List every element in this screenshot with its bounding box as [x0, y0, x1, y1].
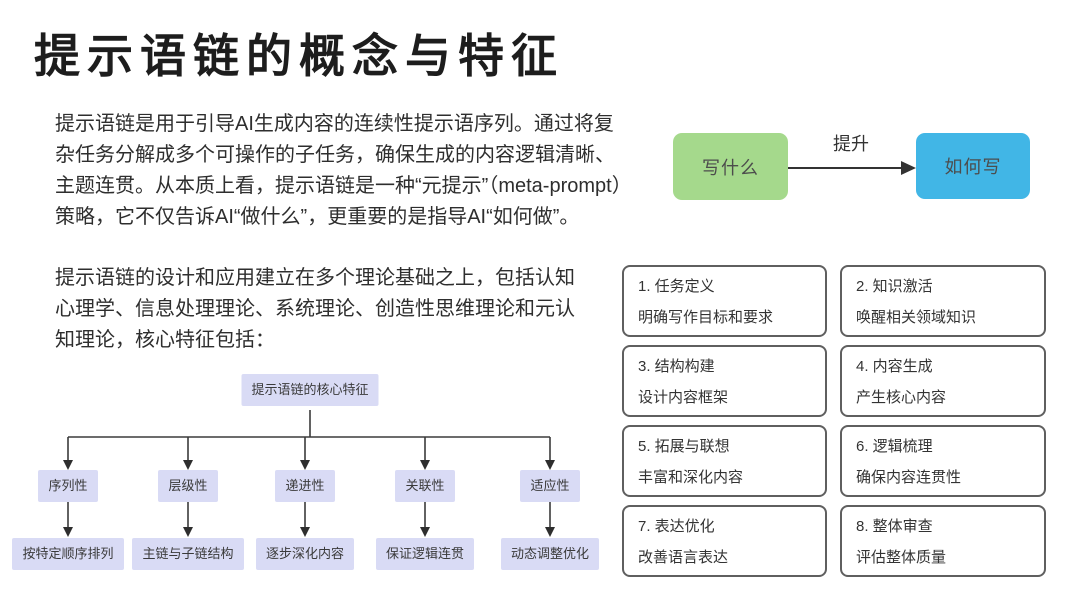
feature-node: 递进性: [275, 470, 335, 502]
feature-node: 层级性: [158, 470, 218, 502]
step-title: 8. 整体审查: [856, 518, 933, 535]
step-description: 确保内容连贯性: [856, 469, 962, 486]
process-step-card: 8. 整体审查 评估整体质量: [840, 505, 1046, 577]
flow-arrow-label: 提升: [833, 134, 869, 154]
flow-arrow-icon: [788, 161, 916, 175]
feature-node: 关联性: [395, 470, 455, 502]
step-title: 2. 知识激活: [856, 278, 933, 295]
writing-process-grid: 1. 任务定义 明确写作目标和要求 2. 知识激活 唤醒相关领域知识 3. 结构…: [622, 265, 1046, 577]
tree-branch: 递进性 逐步深化内容: [245, 470, 365, 570]
step-description: 评估整体质量: [856, 549, 947, 566]
step-description: 产生核心内容: [856, 389, 947, 406]
process-step-card: 2. 知识激活 唤醒相关领域知识: [840, 265, 1046, 337]
theory-text-line: 知理论，核心特征包括：: [55, 329, 275, 351]
tree-branches: 序列性 按特定顺序排列 层级性 主链与子链结构 递进性 逐步深化内容 关联性 保…: [0, 360, 612, 592]
process-step-card: 5. 拓展与联想 丰富和深化内容: [622, 425, 827, 497]
tree-connector-lines: [63, 410, 555, 537]
feature-desc-node: 动态调整优化: [500, 538, 599, 570]
step-title: 3. 结构构建: [638, 358, 715, 375]
intro-paragraph: 提示语链是用于引导AI生成内容的连续性提示语序列。通过将复 杂任务分解成多个可操…: [55, 109, 632, 233]
intro-text-line: 主题连贯。从本质上看，提示语链是一种“元提示”（meta-prompt）: [55, 175, 632, 197]
tree-branch: 关联性 保证逻辑连贯: [365, 470, 485, 570]
step-description: 改善语言表达: [638, 549, 729, 566]
step-title: 4. 内容生成: [856, 358, 933, 375]
process-step-card: 1. 任务定义 明确写作目标和要求: [622, 265, 827, 337]
process-step-card: 3. 结构构建 设计内容框架: [622, 345, 827, 417]
feature-desc-node: 主链与子链结构: [132, 538, 244, 570]
tree-branch: 层级性 主链与子链结构: [128, 470, 248, 570]
step-title: 6. 逻辑梳理: [856, 438, 933, 455]
step-description: 唤醒相关领域知识: [856, 309, 977, 326]
theory-paragraph: 提示语链的设计和应用建立在多个理论基础之上，包括认知 心理学、信息处理理论、系统…: [55, 263, 575, 356]
tree-branch: 序列性 按特定顺序排列: [8, 470, 128, 570]
feature-node: 适应性: [520, 470, 580, 502]
theory-text-line: 心理学、信息处理理论、系统理论、创造性思维理论和元认: [55, 298, 575, 320]
feature-desc-node: 保证逻辑连贯: [375, 538, 474, 570]
step-title: 1. 任务定义: [638, 278, 715, 295]
page-title: 提示语链的概念与特征: [34, 30, 564, 82]
step-description: 设计内容框架: [638, 389, 729, 406]
step-title: 7. 表达优化: [638, 518, 715, 535]
intro-text-line: 策略，它不仅告诉AI“做什么”，更重要的是指导AI“如何做”。: [55, 206, 580, 228]
step-description: 明确写作目标和要求: [638, 309, 774, 326]
intro-text-line: 杂任务分解成多个可操作的子任务，确保生成的内容逻辑清晰、: [55, 144, 615, 166]
step-description: 丰富和深化内容: [638, 469, 744, 486]
process-step-card: 7. 表达优化 改善语言表达: [622, 505, 827, 577]
process-step-card: 4. 内容生成 产生核心内容: [840, 345, 1046, 417]
flow-node-what-to-write: 写什么: [673, 133, 788, 200]
feature-desc-node: 按特定顺序排列: [12, 538, 124, 570]
tree-branch: 适应性 动态调整优化: [490, 470, 610, 570]
core-features-tree: 提示语链的核心特征 序列性 按特定顺序排列 层级性 主链与子链结构 递进性 逐步…: [0, 360, 612, 592]
process-step-card: 6. 逻辑梳理 确保内容连贯性: [840, 425, 1046, 497]
tree-root-node: 提示语链的核心特征: [241, 374, 379, 406]
theory-text-line: 提示语链的设计和应用建立在多个理论基础之上，包括认知: [55, 267, 575, 289]
flow-node-how-to-write: 如何写: [916, 133, 1030, 199]
intro-text-line: 提示语链是用于引导AI生成内容的连续性提示语序列。通过将复: [55, 113, 614, 135]
feature-node: 序列性: [38, 470, 98, 502]
step-title: 5. 拓展与联想: [638, 438, 730, 455]
feature-desc-node: 逐步深化内容: [255, 538, 354, 570]
